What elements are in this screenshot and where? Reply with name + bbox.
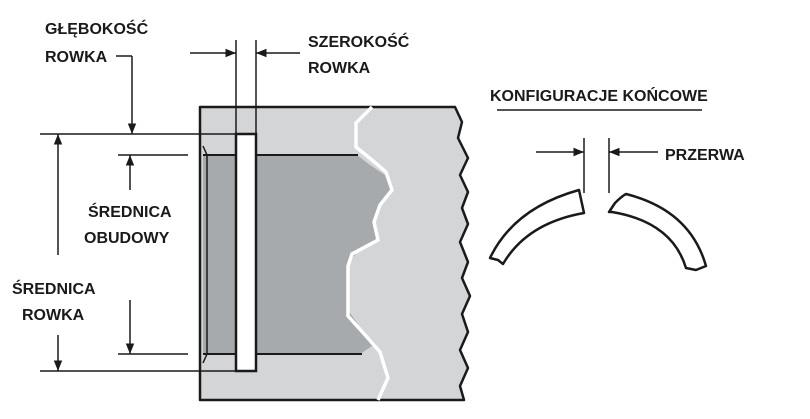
ring-end-right — [607, 192, 708, 272]
gap-label: PRZERWA — [665, 147, 745, 164]
ring-end-left — [488, 188, 586, 266]
housing-inner-boundary — [346, 105, 394, 401]
end-configurations-section: KONFIGURACJE KOŃCOWE PRZERWA — [488, 86, 745, 272]
housing-diameter-label-line1: ŚREDNICA — [88, 202, 172, 221]
groove-depth-label-line2: ROWKA — [45, 49, 108, 66]
retaining-ring-groove — [234, 132, 258, 373]
groove-width-label-line2: ROWKA — [308, 60, 371, 77]
groove-diameter-label-line2: ROWKA — [22, 307, 85, 324]
groove-depth-dimension — [40, 55, 236, 135]
groove-width-dimension — [190, 40, 300, 134]
housing-section — [198, 105, 472, 402]
end-configurations-title: KONFIGURACJE KOŃCOWE — [490, 86, 708, 105]
housing-diameter-dimension — [118, 154, 188, 355]
groove-depth-label-line1: GŁĘBOKOŚĆ — [45, 19, 149, 38]
groove-diameter-label-line1: ŚREDNICA — [12, 279, 96, 298]
bore-left-chamfer — [202, 145, 208, 364]
housing-diameter-label-line2: OBUDOWY — [84, 230, 170, 247]
groove-diameter-dimension — [40, 134, 236, 372]
groove-width-label-line1: SZEROKOŚĆ — [308, 32, 410, 51]
